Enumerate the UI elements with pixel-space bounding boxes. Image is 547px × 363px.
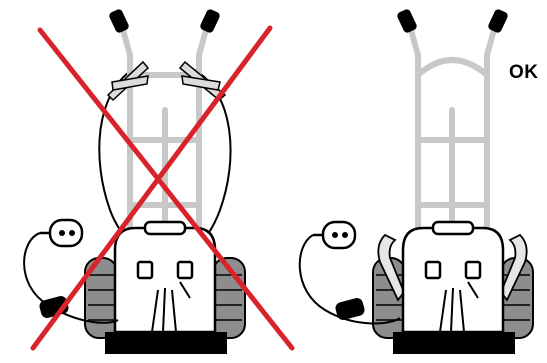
charger-body [115, 222, 215, 332]
clamp-icon [108, 62, 225, 100]
charger-body [403, 222, 503, 332]
handle-grips [396, 8, 509, 34]
plug-icon [40, 220, 82, 246]
charger-base [393, 332, 515, 354]
ok-label: OK [509, 62, 539, 84]
clamp-bag [334, 297, 366, 322]
plug-icon [313, 222, 355, 248]
correct-setup-figure [300, 8, 533, 354]
wrong-setup-figure [24, 8, 292, 354]
trolley-frame [411, 30, 494, 235]
charger-base [105, 332, 227, 354]
handle-grips [108, 8, 221, 34]
